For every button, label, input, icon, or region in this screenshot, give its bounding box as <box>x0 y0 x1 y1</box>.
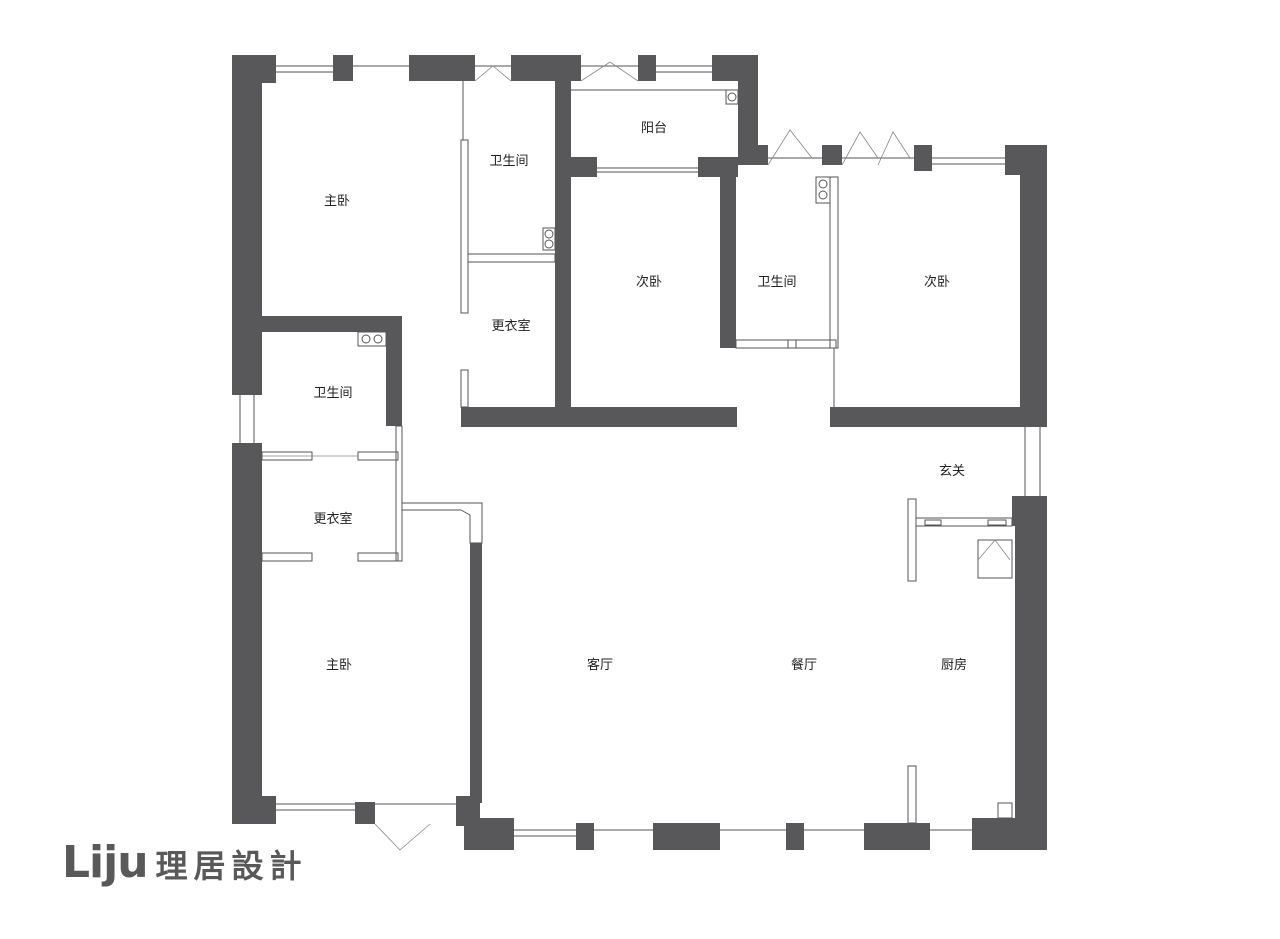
closet-left-label: 更衣室 <box>313 511 352 527</box>
entrance-label: 玄关 <box>939 464 965 479</box>
bathroom-top-label: 卫生间 <box>489 154 528 169</box>
brand-chinese-text: 理居設計 <box>155 847 308 885</box>
walls <box>232 55 1047 850</box>
doors <box>262 61 1011 851</box>
second-bedroom-mid-label: 次卧 <box>636 274 662 290</box>
bathroom-mid-label: 卫生间 <box>757 275 796 290</box>
fixtures <box>357 89 1013 819</box>
master-bedroom-bottom-label: 主卧 <box>326 658 352 673</box>
partitions <box>261 81 1013 824</box>
closet-top-label: 更衣室 <box>491 318 530 334</box>
balcony-label: 阳台 <box>641 121 667 136</box>
windows <box>239 65 1041 837</box>
dining-room-label: 餐厅 <box>791 657 817 673</box>
bathroom-left-label: 卫生间 <box>313 386 352 401</box>
master-bedroom-top-label: 主卧 <box>324 194 350 209</box>
kitchen-label: 厨房 <box>941 657 967 673</box>
brand-logo: Liju 理居設計 <box>62 838 308 888</box>
brand-latin-text: Liju <box>62 837 149 888</box>
second-bedroom-right-label: 次卧 <box>924 274 950 290</box>
living-room-label: 客厅 <box>587 657 613 673</box>
